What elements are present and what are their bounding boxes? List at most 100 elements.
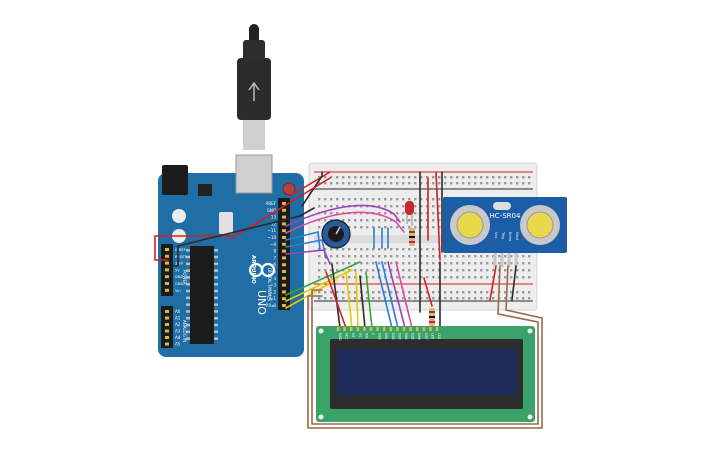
header-pin[interactable]	[165, 336, 169, 339]
lcd-pin[interactable]	[422, 327, 426, 331]
breadboard-hole	[528, 255, 531, 258]
header-pin[interactable]	[165, 268, 169, 272]
lcd-pin[interactable]	[402, 327, 406, 331]
header-pin[interactable]	[282, 229, 286, 233]
wire[interactable]	[345, 271, 353, 329]
breadboard-hole	[528, 297, 531, 300]
lcd-pin[interactable]	[376, 327, 379, 331]
breadboard-hole	[468, 176, 471, 179]
lcd-pin[interactable]	[369, 327, 373, 331]
lcd-pin[interactable]	[415, 327, 419, 331]
chip-leg	[186, 249, 190, 252]
header-pin[interactable]	[282, 270, 286, 273]
header-pin[interactable]	[165, 282, 169, 285]
sensor-pin[interactable]	[514, 253, 518, 267]
breadboard-hole	[384, 269, 387, 272]
wire[interactable]	[167, 207, 315, 267]
wire[interactable]	[395, 261, 413, 329]
wire[interactable]	[325, 271, 347, 329]
analog-pin-label: A3	[175, 329, 181, 334]
arduino-brand-label: ARDUINO	[250, 255, 256, 284]
lcd-pin[interactable]	[363, 327, 366, 331]
potentiometer[interactable]	[321, 219, 351, 249]
header-pin[interactable]	[282, 202, 286, 205]
breadboard-hole	[330, 212, 333, 215]
wire[interactable]	[387, 261, 406, 329]
breadboard-hole	[456, 276, 459, 279]
wire[interactable]	[435, 171, 441, 261]
wire[interactable]	[381, 261, 399, 329]
wire[interactable]	[285, 231, 321, 251]
header-pin[interactable]	[165, 329, 169, 333]
lcd-pin[interactable]	[343, 327, 346, 331]
header-pin[interactable]	[282, 304, 286, 307]
breadboard-hole	[480, 176, 483, 179]
wire[interactable]	[285, 279, 337, 309]
lcd-pin[interactable]	[336, 327, 340, 331]
header-pin[interactable]	[282, 276, 286, 280]
header-pin[interactable]	[282, 249, 286, 253]
lcd-mount-hole	[527, 414, 533, 420]
header-pin[interactable]	[282, 242, 286, 246]
header-pin[interactable]	[165, 254, 169, 258]
wire[interactable]	[285, 204, 401, 227]
header-pin[interactable]	[165, 261, 169, 265]
wire[interactable]	[423, 277, 433, 307]
header-pin[interactable]	[165, 323, 169, 326]
lcd-pin[interactable]	[356, 327, 360, 331]
wire[interactable]	[511, 265, 517, 301]
breadboard-hole	[372, 248, 375, 251]
wire[interactable]	[307, 265, 543, 429]
header-pin[interactable]	[165, 316, 169, 320]
header-pin[interactable]	[282, 283, 286, 287]
breadboard-hole	[474, 182, 477, 185]
header-pin[interactable]	[282, 236, 286, 239]
header-pin[interactable]	[282, 290, 286, 294]
lcd-pin[interactable]	[389, 327, 393, 331]
lcd-pin[interactable]	[435, 327, 439, 331]
wire[interactable]	[285, 269, 353, 302]
wire[interactable]	[289, 171, 331, 197]
breadboard-hole	[354, 226, 357, 229]
breadboard-hole	[420, 176, 423, 179]
header-pin[interactable]	[165, 310, 169, 313]
breadboard-hole	[342, 276, 345, 279]
lcd-pin[interactable]	[349, 327, 353, 331]
wire[interactable]	[489, 265, 497, 301]
header-pin[interactable]	[282, 222, 286, 226]
header-pin[interactable]	[282, 215, 286, 219]
header-pin[interactable]	[165, 288, 169, 292]
lcd-pin[interactable]	[382, 327, 386, 331]
header-pin[interactable]	[282, 256, 286, 260]
reset-button[interactable]	[282, 182, 296, 196]
lcd-pin[interactable]	[409, 327, 412, 331]
header-pin[interactable]	[165, 342, 169, 346]
wire[interactable]	[375, 261, 393, 329]
wire[interactable]	[355, 271, 359, 329]
header-pin[interactable]	[282, 297, 286, 301]
wire[interactable]	[331, 263, 341, 329]
wire[interactable]	[285, 261, 361, 296]
wire[interactable]	[311, 265, 539, 425]
digital-pin-label: ~10	[268, 235, 277, 240]
wire[interactable]	[154, 235, 233, 261]
header-pin[interactable]	[165, 248, 169, 251]
header-pin[interactable]	[282, 263, 286, 267]
lcd-pin[interactable]	[429, 327, 432, 331]
wire[interactable]	[365, 271, 373, 329]
header-pin[interactable]	[165, 275, 169, 279]
breadboard-hole	[498, 255, 501, 258]
lcd-pin[interactable]	[396, 327, 399, 331]
wire[interactable]	[301, 171, 323, 207]
breadboard-hole	[462, 262, 465, 265]
wire[interactable]	[359, 275, 366, 329]
wire[interactable]	[285, 211, 405, 234]
wire[interactable]	[285, 249, 331, 265]
sensor-pin[interactable]	[493, 253, 497, 267]
header-pin[interactable]	[282, 208, 286, 212]
breadboard-hole	[378, 291, 381, 294]
sensor-pin[interactable]	[500, 253, 504, 267]
sensor-pin[interactable]	[507, 253, 511, 267]
breadboard-hole	[318, 269, 321, 272]
